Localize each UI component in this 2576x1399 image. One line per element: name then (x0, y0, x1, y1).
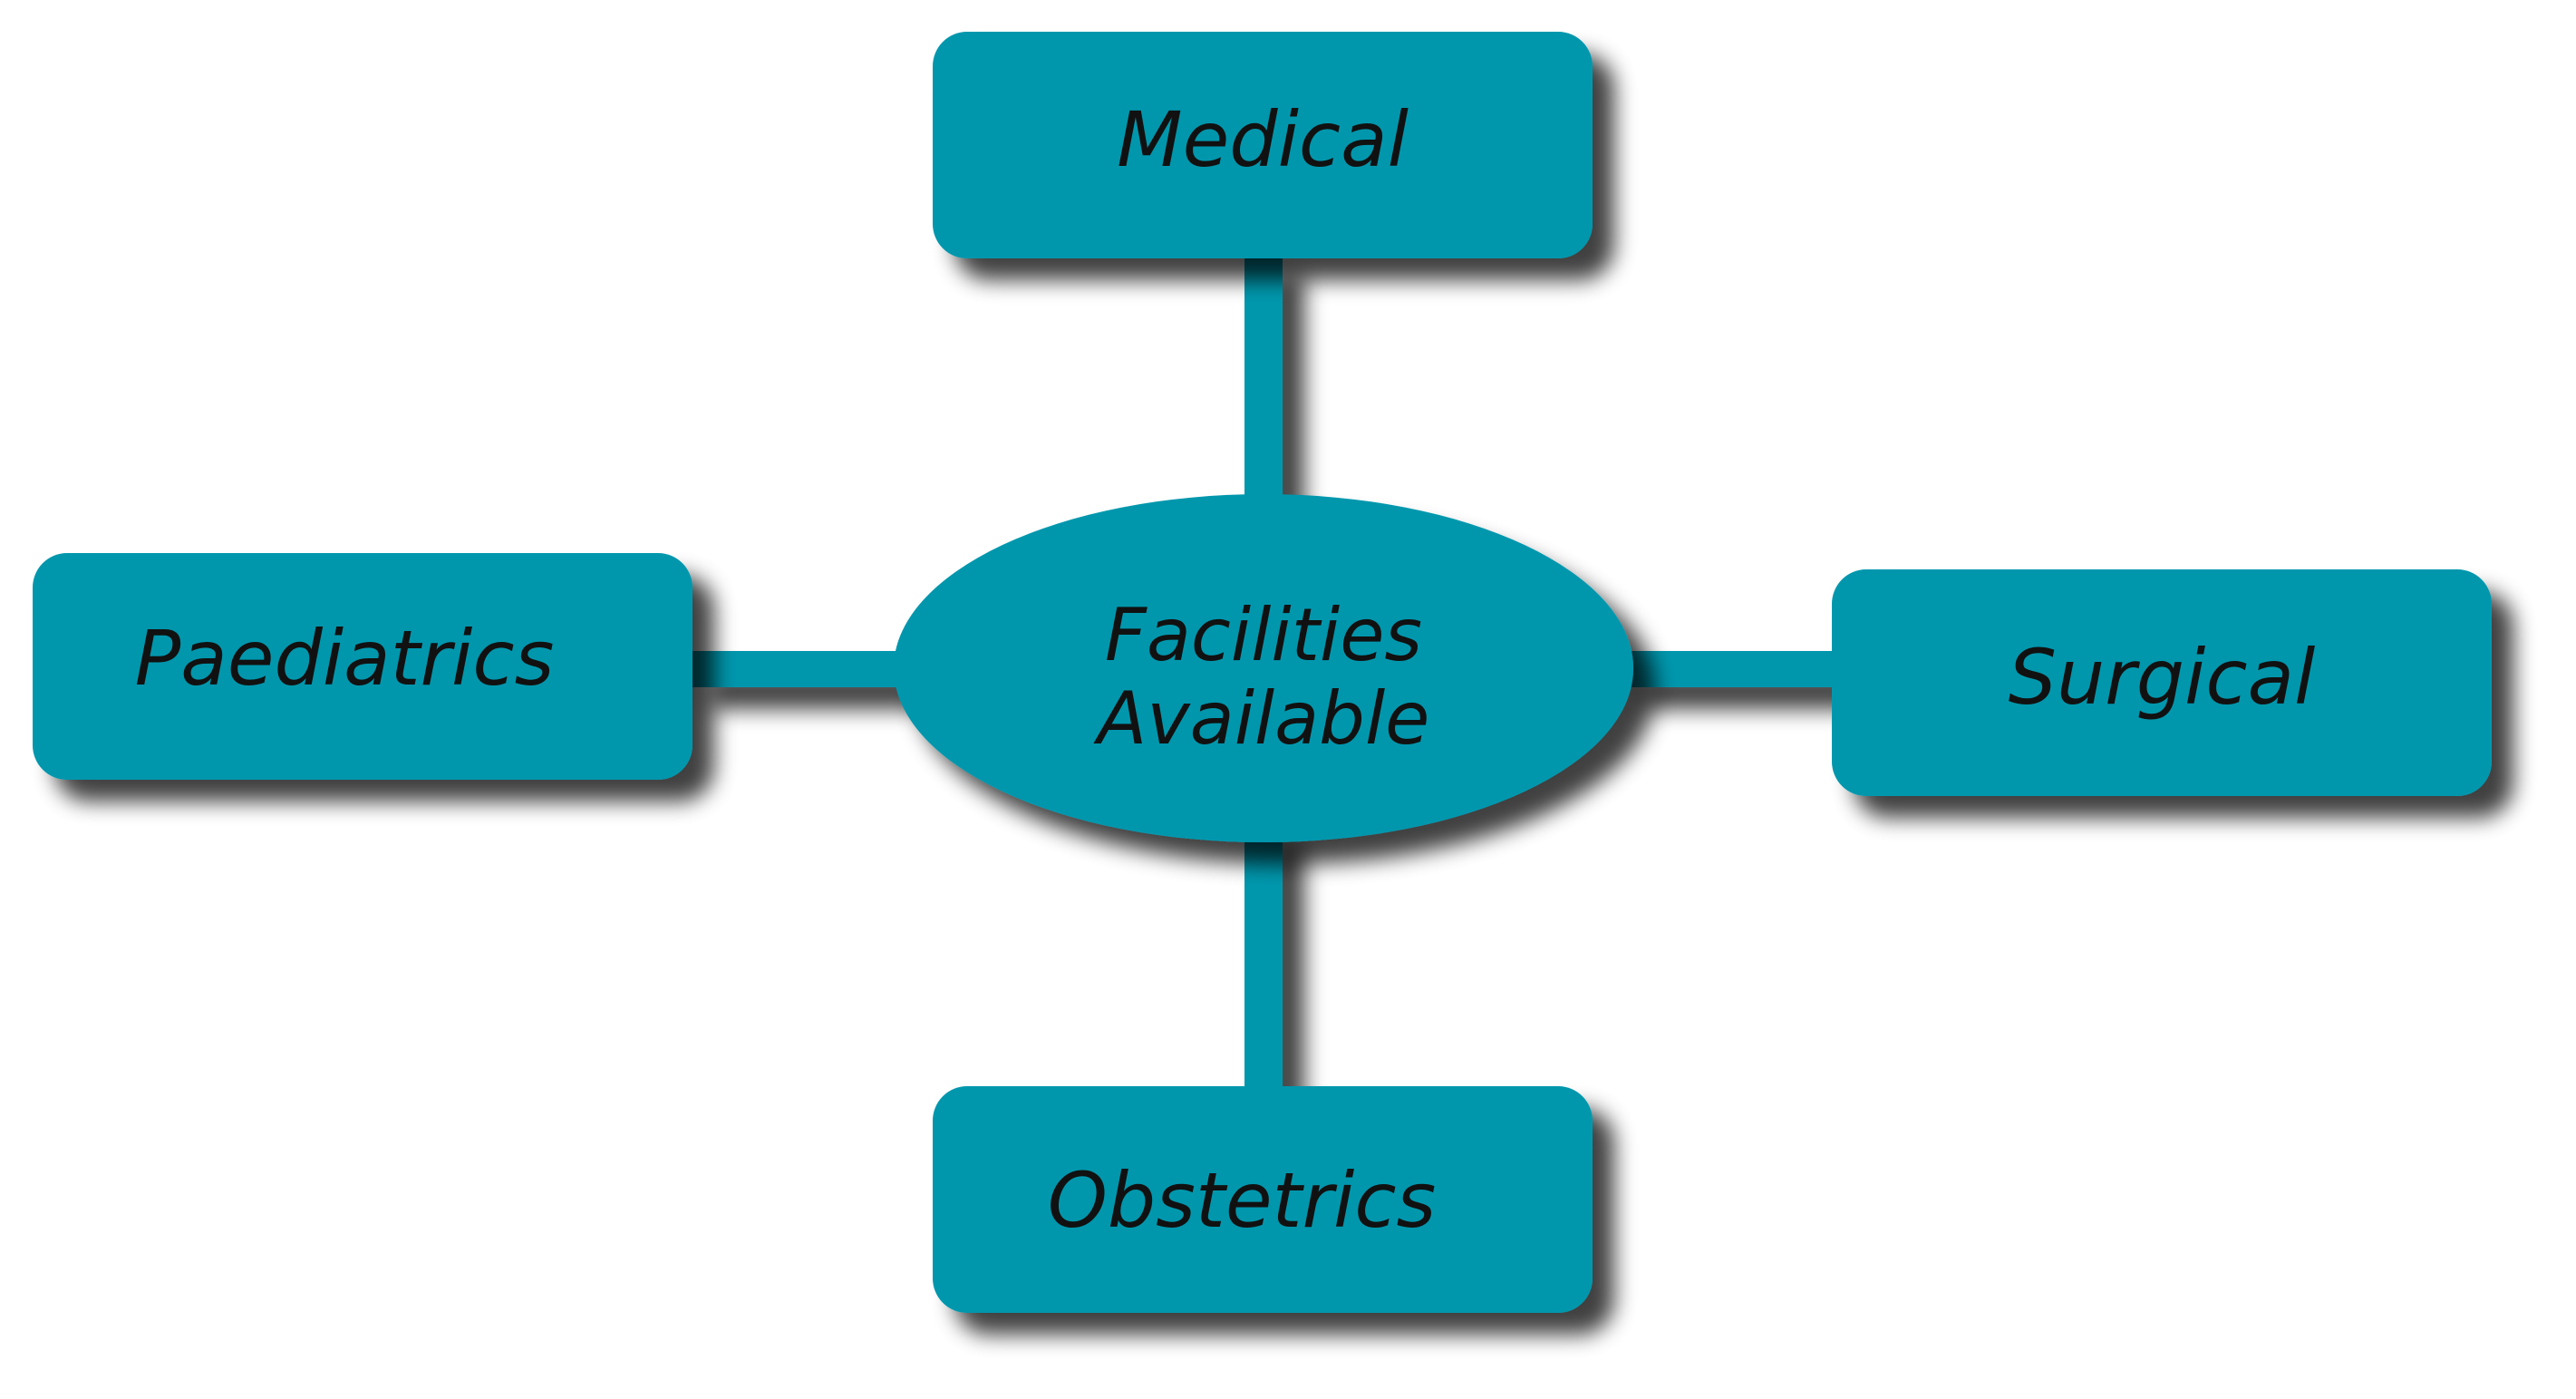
node-surgical-label: Surgical (2009, 633, 2316, 722)
connector-obstetrics (1244, 825, 1283, 1097)
node-obstetrics (933, 1086, 1593, 1313)
connector-surgical (1622, 651, 1840, 687)
node-paediatrics (33, 553, 692, 780)
node-paediatrics-label: Paediatrics (135, 614, 555, 703)
connector-paediatrics (689, 651, 906, 687)
center-label-line2: Available (1093, 676, 1430, 761)
node-obstetrics-label: Obstetrics (1048, 1156, 1437, 1245)
center-node (894, 494, 1633, 842)
node-surgical (1832, 569, 2492, 796)
center-label-line1: Facilities (1105, 593, 1422, 677)
node-medical-label: Medical (1117, 95, 1409, 184)
connector-medical (1244, 254, 1283, 499)
node-medical (933, 32, 1593, 258)
